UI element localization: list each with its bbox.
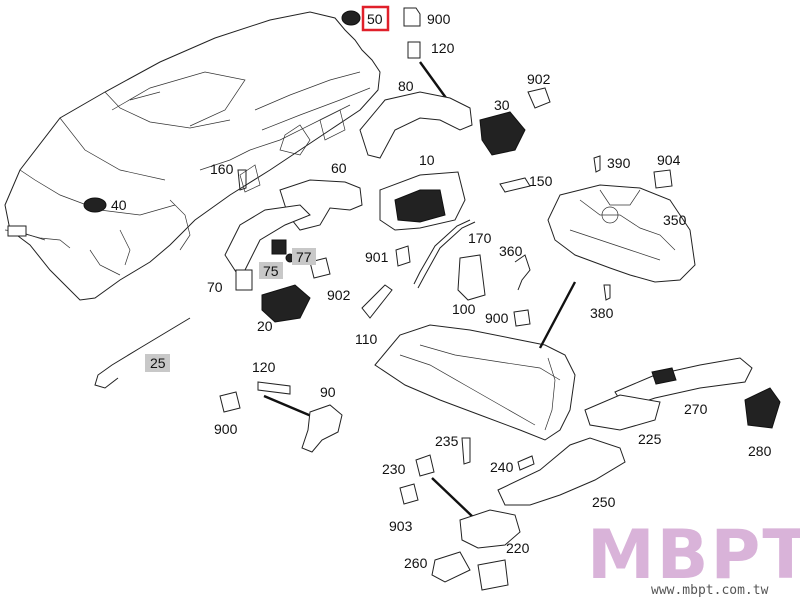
part-10-vent-housing bbox=[379, 171, 466, 231]
part-380-screw-shape bbox=[603, 284, 611, 301]
callout-90[interactable]: 90 bbox=[320, 384, 336, 400]
part-80-duct-shape bbox=[359, 91, 473, 159]
part-900-bottom-shape bbox=[219, 391, 241, 413]
dashboard-body bbox=[4, 11, 381, 301]
part-900-mid-shape bbox=[513, 309, 531, 327]
callout-30[interactable]: 30 bbox=[494, 97, 510, 113]
callout-170[interactable]: 170 bbox=[468, 230, 492, 246]
part-350-hvac-unit bbox=[547, 184, 696, 283]
callout-40[interactable]: 40 bbox=[111, 197, 127, 213]
part-90-vent-shape bbox=[301, 404, 343, 453]
callout-60[interactable]: 60 bbox=[331, 160, 347, 176]
part-900-top-shape bbox=[403, 7, 421, 27]
callout-235[interactable]: 235 bbox=[435, 433, 459, 449]
callout-360[interactable]: 360 bbox=[499, 243, 523, 259]
part-250-duct-shape bbox=[497, 437, 626, 506]
callout-380[interactable]: 380 bbox=[590, 305, 614, 321]
callout-20[interactable]: 20 bbox=[257, 318, 273, 334]
part-50-shape bbox=[341, 10, 361, 26]
part-260a-shape bbox=[431, 551, 471, 583]
callout-120-top[interactable]: 120 bbox=[431, 40, 455, 56]
callout-225[interactable]: 225 bbox=[638, 431, 662, 447]
callout-901[interactable]: 901 bbox=[365, 249, 389, 265]
part-240-screw-shape bbox=[517, 455, 535, 471]
callout-120-bottom[interactable]: 120 bbox=[252, 359, 276, 375]
callout-390[interactable]: 390 bbox=[607, 155, 631, 171]
gray-label-bg-75 bbox=[259, 262, 283, 279]
part-360-shape bbox=[514, 254, 531, 291]
callout-280[interactable]: 280 bbox=[748, 443, 772, 459]
callout-900-bottom[interactable]: 900 bbox=[214, 421, 238, 437]
callout-220[interactable]: 220 bbox=[506, 540, 530, 556]
callout-902-mid[interactable]: 902 bbox=[327, 287, 351, 303]
center-console bbox=[374, 324, 576, 441]
part-225-shape bbox=[584, 394, 661, 431]
highlight-box-50 bbox=[361, 5, 390, 32]
part-235-screw-shape bbox=[461, 437, 471, 465]
part-220-shape bbox=[459, 509, 521, 549]
watermark-brand: MBPT bbox=[587, 516, 800, 595]
callout-150[interactable]: 150 bbox=[529, 173, 553, 189]
part-260b-shape bbox=[477, 559, 509, 591]
part-280-vent-shape bbox=[744, 387, 781, 429]
part-30-vent-shape bbox=[479, 111, 526, 156]
part-75-shape bbox=[271, 239, 287, 255]
callout-70[interactable]: 70 bbox=[207, 279, 223, 295]
part-120-top-shape bbox=[407, 41, 421, 59]
callout-270[interactable]: 270 bbox=[684, 401, 708, 417]
part-904-shape bbox=[653, 169, 673, 189]
part-390-screw-shape bbox=[593, 155, 601, 173]
callout-160[interactable]: 160 bbox=[210, 161, 234, 177]
part-20-vent-shape bbox=[261, 284, 311, 323]
callout-903[interactable]: 903 bbox=[389, 518, 413, 534]
part-150-bolt-shape bbox=[499, 177, 531, 193]
part-901-shape bbox=[395, 245, 411, 267]
callout-240[interactable]: 240 bbox=[490, 459, 514, 475]
part-70-end-shape bbox=[235, 269, 253, 291]
part-902-top-shape bbox=[527, 87, 551, 109]
callout-250[interactable]: 250 bbox=[592, 494, 616, 510]
callout-260[interactable]: 260 bbox=[404, 555, 428, 571]
callout-900-top[interactable]: 900 bbox=[427, 11, 451, 27]
callout-25[interactable]: 25 bbox=[150, 355, 166, 371]
callout-904[interactable]: 904 bbox=[657, 152, 681, 168]
callout-900-mid[interactable]: 900 bbox=[485, 310, 509, 326]
part-230-shape bbox=[415, 454, 435, 477]
part-25-cable-shape bbox=[94, 317, 191, 389]
part-100-shape bbox=[457, 254, 486, 301]
callout-75[interactable]: 75 bbox=[263, 263, 279, 279]
callout-10[interactable]: 10 bbox=[419, 152, 435, 168]
part-170-strip-shape bbox=[417, 221, 476, 289]
part-120-bottom-shape bbox=[257, 381, 291, 395]
callout-100[interactable]: 100 bbox=[452, 301, 476, 317]
callout-902-top[interactable]: 902 bbox=[527, 71, 551, 87]
callout-77[interactable]: 77 bbox=[296, 249, 312, 265]
gray-label-bg-25 bbox=[145, 354, 170, 372]
part-110-panel-shape bbox=[361, 284, 393, 319]
callout-80[interactable]: 80 bbox=[398, 78, 414, 94]
watermark-url: www.mbpt.com.tw bbox=[651, 583, 769, 598]
callout-110[interactable]: 110 bbox=[355, 331, 378, 347]
callout-50[interactable]: 50 bbox=[367, 11, 383, 27]
callout-230[interactable]: 230 bbox=[382, 461, 406, 477]
part-160-shape bbox=[237, 169, 247, 191]
callout-350[interactable]: 350 bbox=[663, 212, 687, 228]
part-903-shape bbox=[399, 483, 419, 505]
gray-label-bg-77 bbox=[292, 248, 316, 265]
